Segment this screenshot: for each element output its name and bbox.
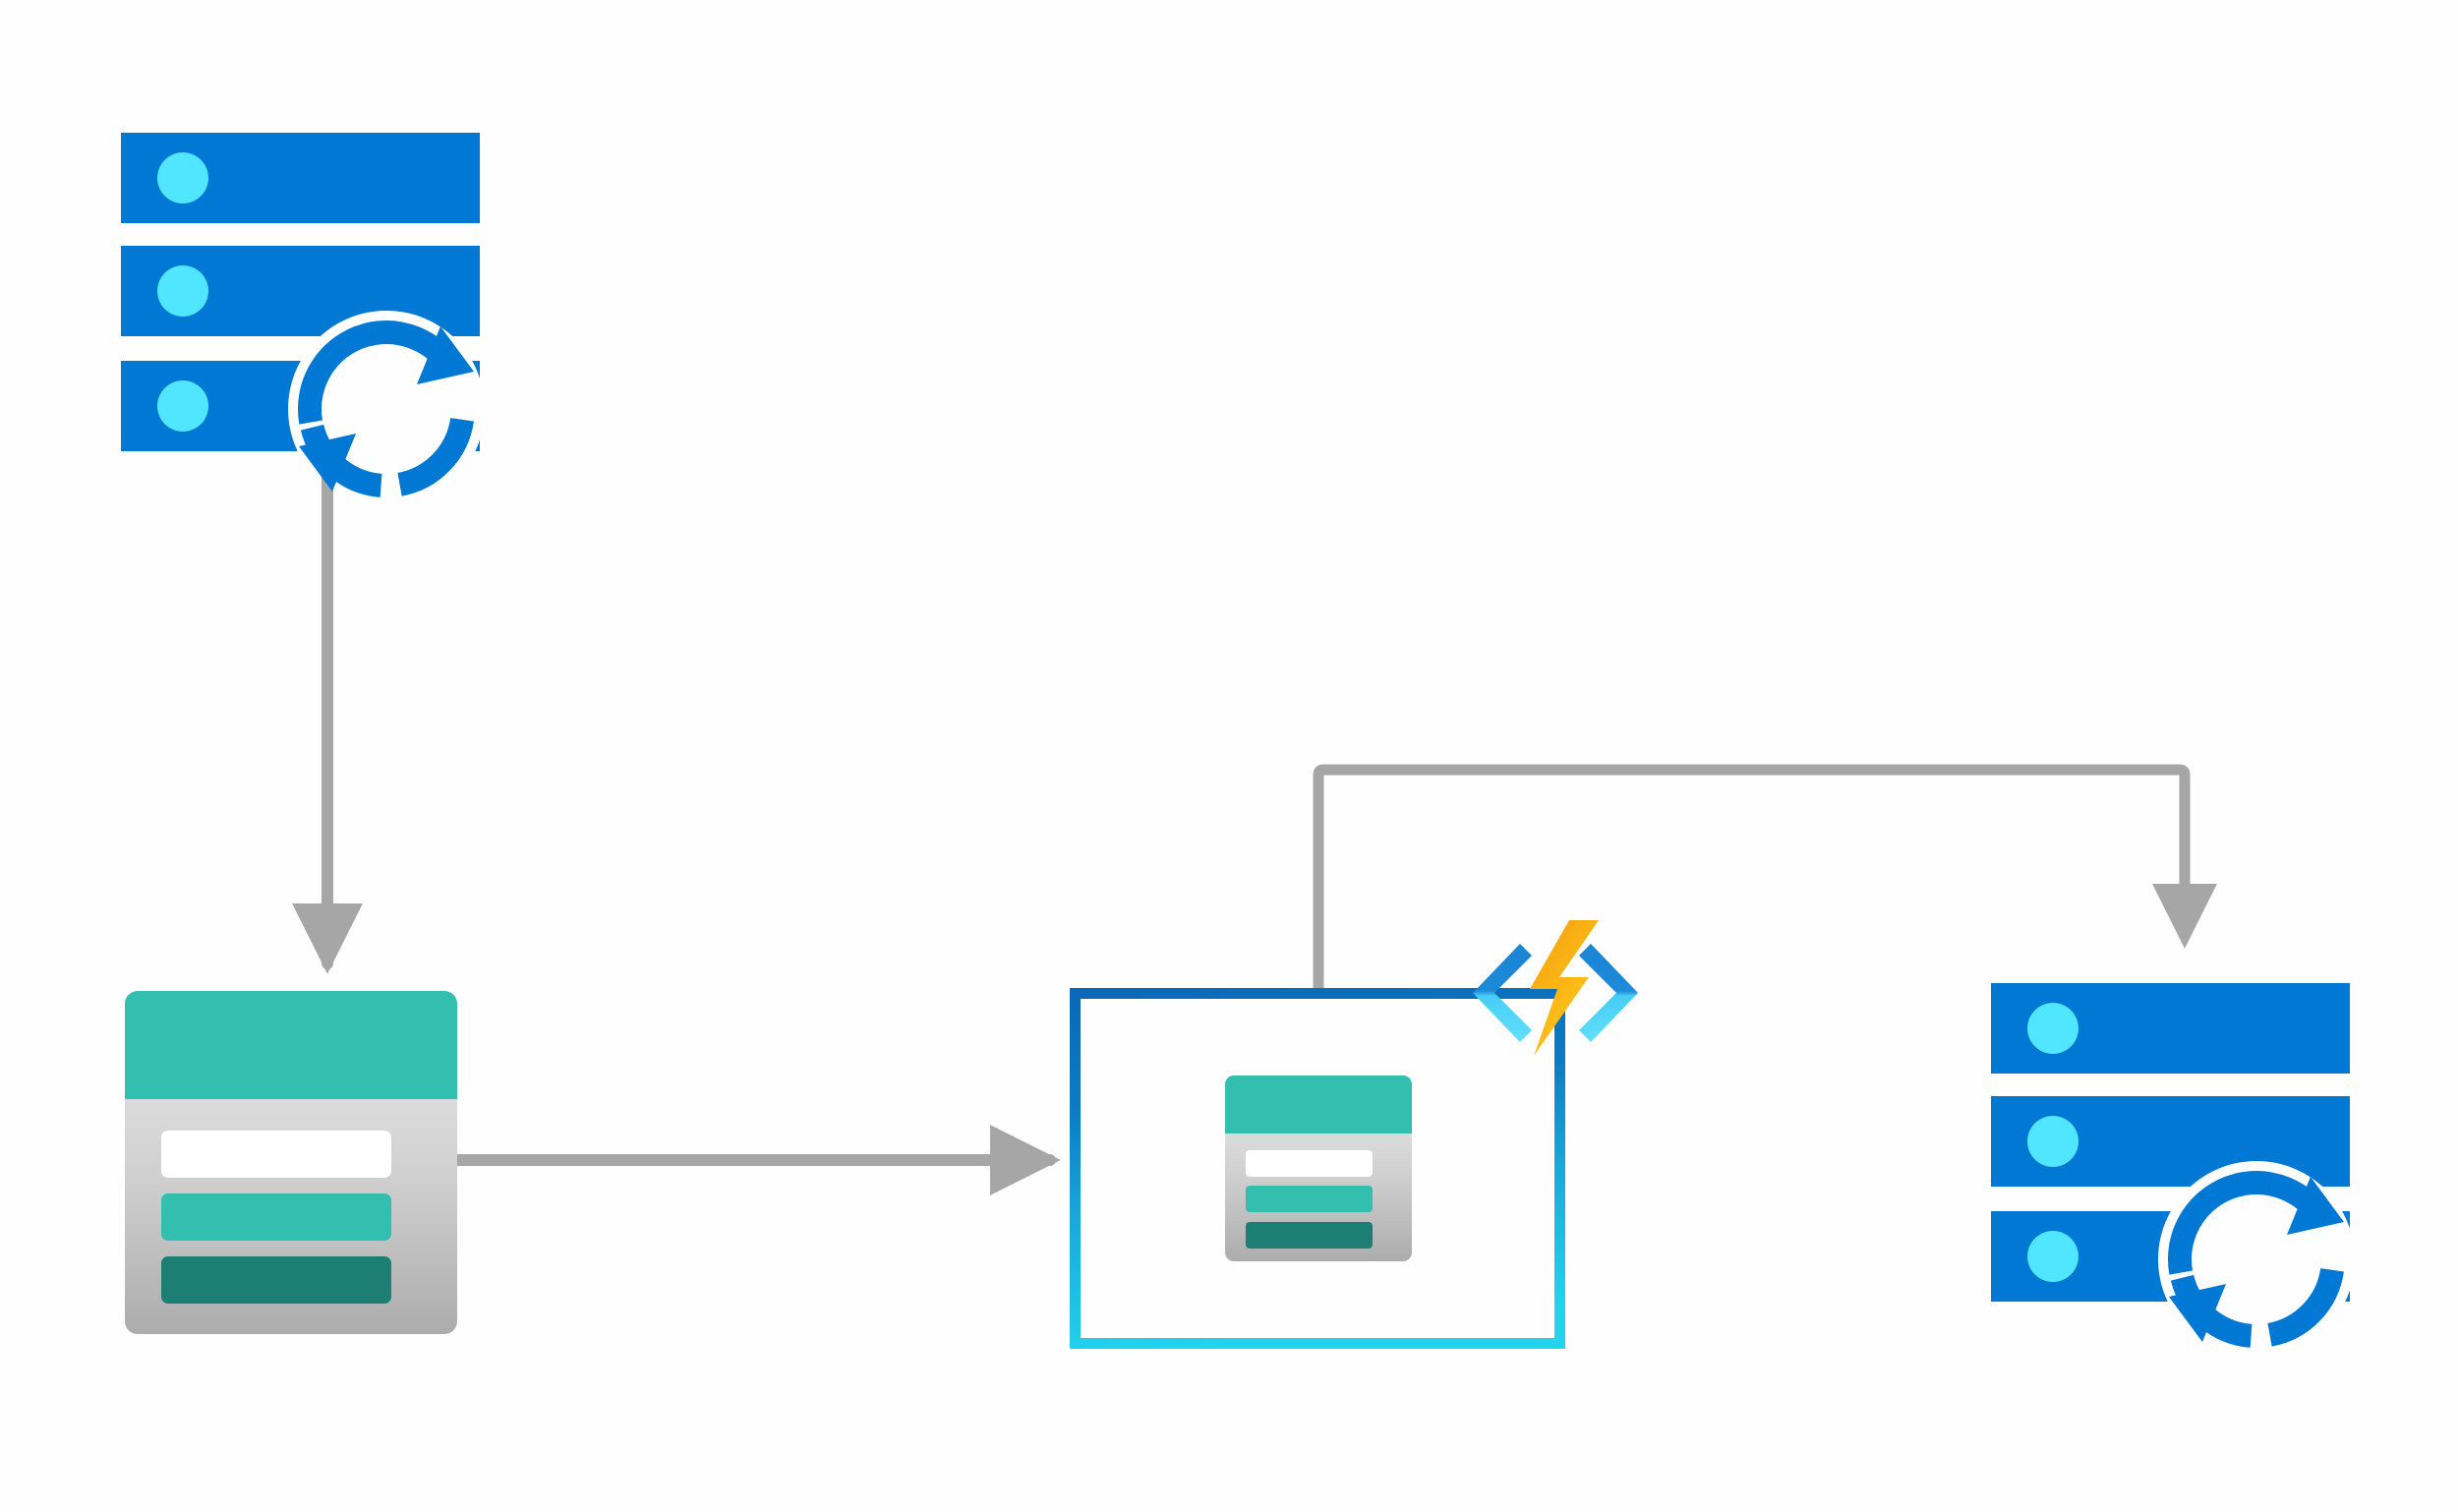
server-status-dot bbox=[2027, 1116, 2078, 1167]
storage-row-teal bbox=[161, 1193, 391, 1241]
source-storage-icon[interactable] bbox=[125, 991, 457, 1334]
storage-row-white bbox=[161, 1131, 391, 1178]
azure-functions-icon bbox=[1473, 920, 1638, 1056]
source-server-icon[interactable] bbox=[121, 133, 480, 497]
connector-function-to-target-server bbox=[1313, 764, 2217, 993]
storage-row-darkteal bbox=[161, 1256, 391, 1304]
storage-row-white bbox=[1246, 1150, 1373, 1177]
storage-row-teal bbox=[1246, 1186, 1373, 1212]
function-app-boundary[interactable] bbox=[1070, 988, 1565, 1349]
server-status-dot bbox=[2027, 1003, 2078, 1054]
refresh-icon bbox=[298, 320, 474, 497]
server-status-dot bbox=[157, 380, 208, 432]
storage-header bbox=[125, 991, 457, 1099]
server-status-dot bbox=[157, 265, 208, 317]
storage-header bbox=[1225, 1076, 1412, 1134]
refresh-icon bbox=[2168, 1171, 2344, 1348]
inner-storage-icon bbox=[1225, 1076, 1412, 1261]
server-status-dot bbox=[2027, 1231, 2078, 1282]
target-server-icon[interactable] bbox=[1991, 983, 2350, 1348]
storage-row-darkteal bbox=[1246, 1222, 1373, 1249]
server-status-dot bbox=[157, 152, 208, 204]
